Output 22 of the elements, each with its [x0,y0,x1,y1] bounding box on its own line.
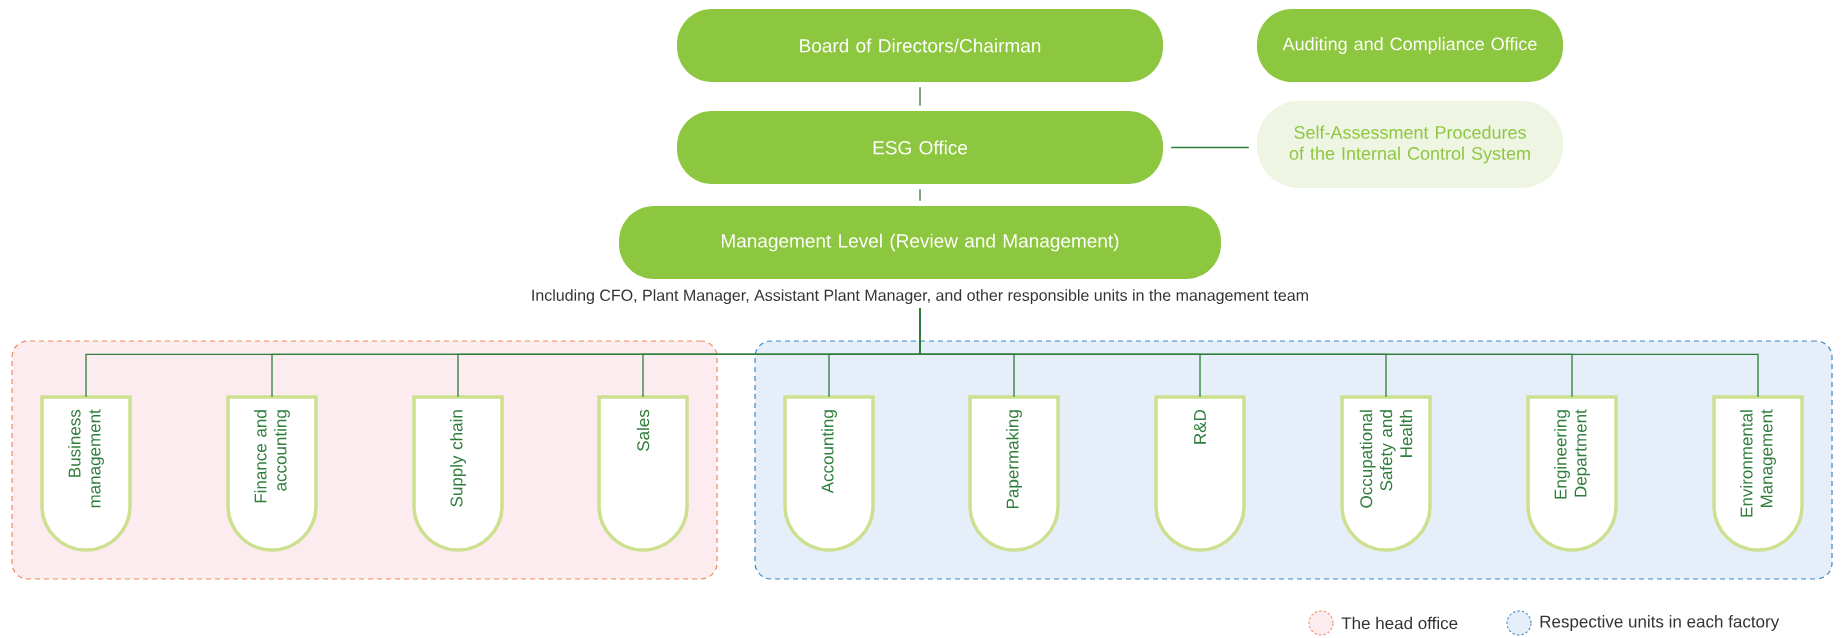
connector-line [919,86,921,107]
department-box: R&D [1154,395,1246,552]
rounded-box: Auditing and Compliance Office [1257,9,1563,82]
note-text: Including CFO, Plant Manager, Assistant Plant Manager, and other responsible units in the management team [532,289,1308,305]
department-box: Environmental Management [1712,395,1804,552]
connector-line [919,307,1759,398]
connector-line [919,188,921,202]
department-box: Business management [40,395,132,552]
legend-label: The head office [1341,616,1458,630]
rounded-box: ESG Office [677,111,1163,184]
department-box: Engineering Department [1526,395,1618,552]
rounded-box: Board of Directors/Chairman [677,9,1163,82]
department-box: Sales [597,395,689,552]
department-box: Supply chain [412,395,504,552]
rounded-box: Management Level (Review and Management) [619,206,1221,279]
rounded-box: Self-Assessment Procedures of the Internal Control System [1257,101,1563,188]
department-box: Papermaking [968,395,1060,552]
department-box: Accounting [783,395,875,552]
legend-label: Respective units in each factory [1540,615,1780,631]
department-box: Finance and accounting [226,395,318,552]
connector-line [1170,146,1250,149]
department-box: Occupational Safety and Health [1340,395,1432,552]
